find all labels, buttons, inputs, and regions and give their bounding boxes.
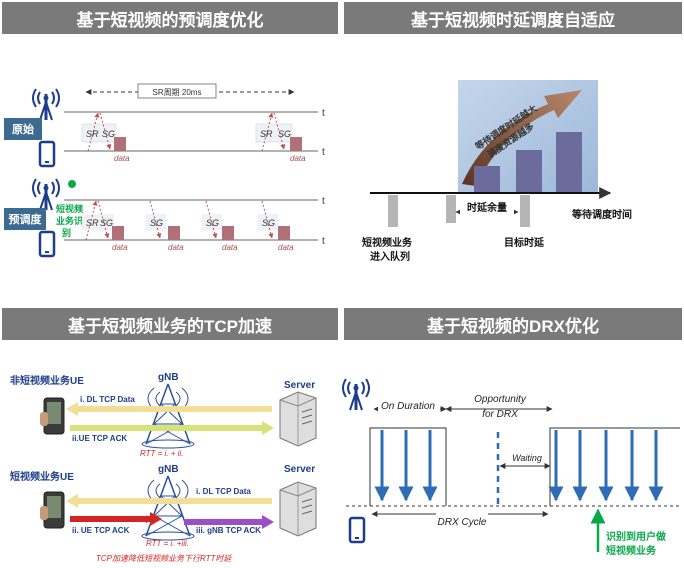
base-station-icon (31, 87, 61, 122)
sg-label: SG (278, 129, 291, 139)
opportunity-label: Opportunity (474, 394, 527, 405)
pre-sched-group: SR SG data (82, 200, 128, 252)
recognize-label: 别 (61, 227, 71, 238)
on-duration-window (549, 427, 680, 506)
original-tag-label: 原始 (12, 122, 34, 136)
phone-icon (348, 516, 366, 544)
blocked-x-icon: ✕ (144, 512, 155, 527)
panel1-pre-scheduling: SR周期 20ms t t 原始 SR SG data SR SG data 短… (4, 83, 325, 258)
phone-icon (38, 230, 56, 258)
recognize-label: 短视频 (56, 203, 83, 214)
time-axis-label: t (322, 196, 325, 207)
queue-block (446, 195, 456, 223)
panel2-title: 基于短视频时延调度自适应 (344, 2, 682, 34)
data-block (112, 226, 124, 240)
gnb-tower-icon (141, 475, 195, 541)
data-block (114, 137, 126, 151)
panel2-latency-adaptive: 等待调度时延越大 调度资源越多 时延余量 等待调度时间 短视频业务 进入队列 目… (362, 80, 632, 263)
footnote: TCP加速降低短视频业务下行RTT时延 (96, 554, 233, 563)
gnb-label: gNB (158, 464, 179, 475)
data-label: data (278, 243, 294, 252)
ue-ack-arrow-blocked (70, 512, 162, 526)
ue-bottom-label: 短视频业务UE (10, 470, 74, 483)
dl-data-label: i. DL TCP Data (196, 487, 251, 496)
wait-label: 等待调度时间 (572, 208, 632, 221)
ue-top-label: 非短视频业务UE (10, 374, 84, 387)
dl-data-arrow (66, 494, 272, 508)
ue-ack-label: ii.UE TCP ACK (72, 434, 127, 443)
sr-label: SR (86, 218, 99, 228)
data-block (168, 226, 180, 240)
panel1-title: 基于短视频的预调度优化 (2, 2, 338, 34)
server-icon (279, 481, 317, 537)
rtt-label: RTT = i. +iii. (146, 539, 189, 548)
gnb-ack-arrow (184, 515, 274, 529)
drx-cycle-label: DRX Cycle (438, 517, 487, 528)
dl-data-label: i. DL TCP Data (80, 395, 135, 404)
sr-cycle-label: SR周期 20ms (153, 88, 202, 97)
opportunity-label: for DRX (482, 409, 518, 420)
panel4-drx-optimization: On Duration Opportunity for DRX DRX Cycl… (341, 377, 680, 557)
server-icon (279, 391, 317, 447)
on-duration-window (369, 427, 447, 506)
resource-bar (516, 150, 542, 192)
sg-label: SG (206, 218, 219, 228)
server-label: Server (284, 380, 315, 391)
sg-label: SG (100, 218, 113, 228)
ue-phone-icon (39, 491, 65, 529)
dl-data-arrow (66, 402, 272, 416)
data-block (222, 226, 234, 240)
enqueue-label: 进入队列 (370, 250, 410, 263)
phone-icon (38, 140, 56, 168)
panel3-title: 基于短视频业务的TCP加速 (2, 308, 338, 340)
pre-sched-group: SG data (202, 200, 238, 252)
target-label: 目标时延 (504, 236, 545, 249)
time-axis-label: t (322, 147, 325, 158)
on-duration-label: On Duration (381, 401, 435, 412)
recognize-label: 识别到用户做 (606, 530, 667, 543)
queue-block (388, 195, 398, 227)
ue-ack-arrow (70, 421, 274, 435)
location-pin-icon (68, 180, 76, 188)
data-label: data (290, 154, 306, 163)
data-label: data (112, 243, 128, 252)
server-label: Server (284, 464, 315, 475)
ue-ack-label: ii. UE TCP ACK (72, 526, 130, 535)
gnb-ack-label: iii. gNB TCP ACK (196, 526, 261, 535)
base-station-icon (341, 377, 371, 412)
gnb-tower-icon (141, 383, 195, 449)
ue-phone-icon (39, 397, 65, 435)
panel3-tcp-acceleration: 非短视频业务UE gNB Server i. DL TCP Data ii.UE… (10, 372, 317, 563)
data-block (278, 226, 290, 240)
rtt-label: RTT = i. + ii. (140, 449, 183, 458)
sg-label: SG (262, 218, 275, 228)
data-label: data (222, 243, 238, 252)
margin-label: 时延余量 (467, 201, 507, 214)
time-axis-label: t (322, 236, 325, 247)
pre-scheduling-tag (4, 208, 46, 230)
pre-scheduling-tag-label: 预调度 (9, 212, 43, 226)
data-label: data (114, 154, 130, 163)
pre-sched-group: SG data (258, 200, 294, 252)
resource-bar (556, 132, 582, 192)
sg-label: SG (150, 218, 163, 228)
pre-sched-group: SG data (146, 200, 184, 252)
waiting-label: Waiting (512, 453, 542, 463)
recognize-label: 短视频业务 (606, 544, 657, 557)
time-axis-label: t (322, 108, 325, 119)
data-label: data (168, 243, 184, 252)
panel4-title: 基于短视频的DRX优化 (344, 308, 682, 340)
enqueue-label: 短视频业务 (362, 236, 413, 249)
queue-block (520, 195, 530, 227)
gnb-label: gNB (158, 372, 179, 383)
sg-label: SG (102, 129, 115, 139)
original-tag (4, 118, 42, 140)
recognize-label: 业务识 (56, 215, 83, 226)
data-block (290, 137, 302, 151)
resource-bar (474, 166, 500, 192)
